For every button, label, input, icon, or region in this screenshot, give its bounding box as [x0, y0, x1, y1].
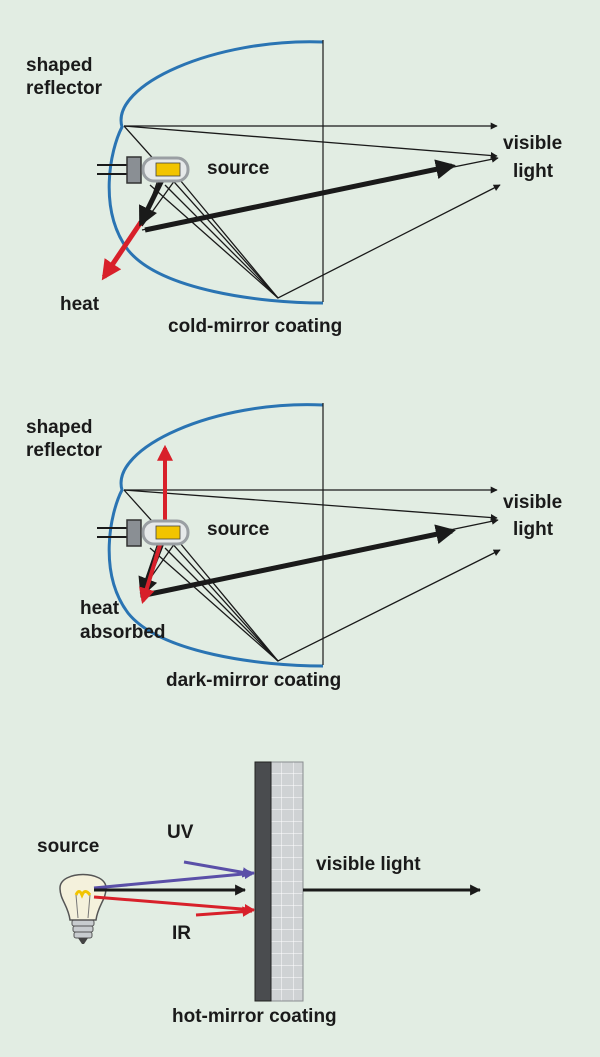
dark-mirror-label: dark-mirror coating	[166, 670, 341, 691]
uv-reflected-ray	[183, 860, 254, 878]
cold-mirror-diagram: shaped reflector source visible light he…	[26, 40, 562, 337]
visible-label: visible	[503, 492, 562, 513]
reflector-label: reflector	[26, 440, 103, 461]
lamp-source	[97, 156, 190, 184]
hot-mirror-label: hot-mirror coating	[172, 1006, 337, 1027]
main-light-beam	[144, 159, 456, 233]
hot-mirror-diagram: source UV IR visible light hot-mirror co…	[37, 761, 482, 1027]
cold-mirror-label: cold-mirror coating	[168, 316, 342, 337]
dark-mirror-diagram: shaped reflector source visible light he…	[26, 403, 562, 691]
heat-label: heat	[60, 294, 100, 315]
uv-label: UV	[167, 822, 194, 843]
uv-ray	[93, 868, 256, 890]
visible-light-label: visible light	[316, 854, 421, 875]
light-rays	[123, 486, 501, 662]
absorbed-label: absorbed	[80, 622, 166, 643]
shaped-label: shaped	[26, 417, 93, 438]
hot-mirror-coating-layer	[254, 761, 272, 1002]
source-label: source	[207, 158, 269, 179]
coated-glass	[269, 761, 304, 1002]
heat-arrow	[101, 220, 144, 281]
light-label: light	[513, 161, 554, 182]
shaped-reflector	[107, 40, 324, 305]
source-label: source	[37, 836, 99, 857]
lamp-source	[97, 519, 190, 547]
ir-label: IR	[172, 923, 191, 944]
source-label: source	[207, 519, 269, 540]
visible-label: visible	[503, 133, 562, 154]
heat-absorbed-arrow	[139, 544, 162, 605]
shaped-reflector	[107, 403, 324, 668]
main-light-beam	[144, 524, 456, 598]
light-rays	[123, 122, 501, 299]
shaped-label: shaped	[26, 55, 93, 76]
ir-reflected-ray	[195, 906, 254, 917]
ir-ray	[93, 895, 256, 915]
reflected-beam	[138, 178, 165, 227]
reflector-label: reflector	[26, 78, 103, 99]
light-label: light	[513, 519, 554, 540]
heat-label: heat	[80, 598, 120, 619]
incandescent-bulb	[59, 873, 107, 944]
